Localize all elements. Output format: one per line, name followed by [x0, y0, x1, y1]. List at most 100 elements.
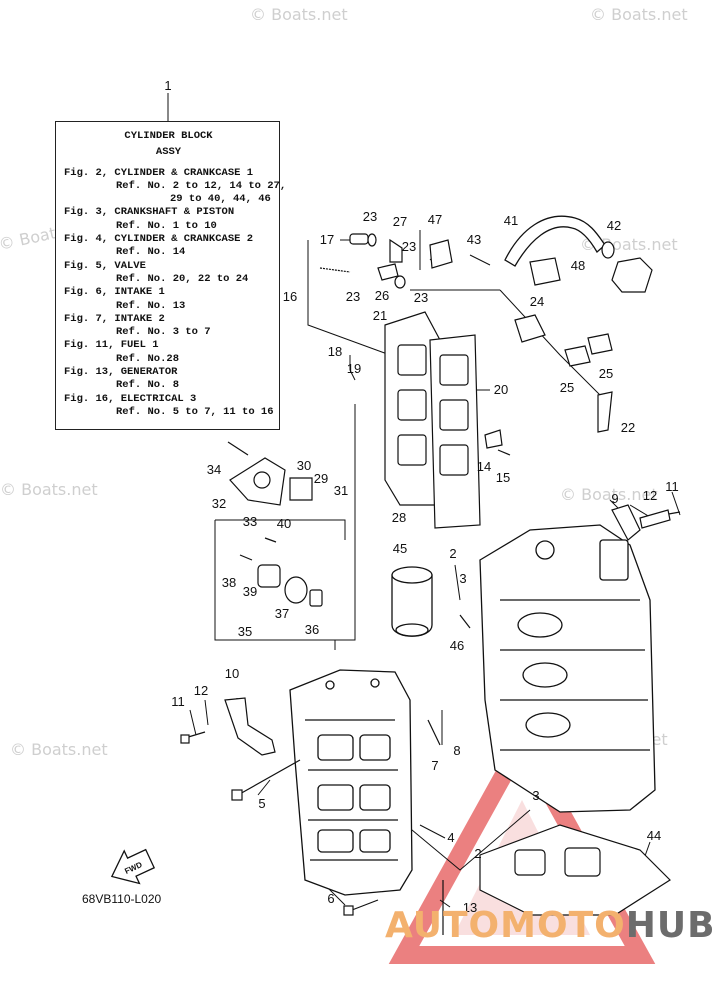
callout-9: 9 [611, 491, 618, 506]
callout-13: 13 [463, 900, 477, 915]
callout-34: 34 [207, 462, 221, 477]
legend-ref-5-0: Ref. No. 3 to 7 [116, 326, 211, 339]
brand-part-2: HUB [625, 905, 714, 946]
callout-23: 23 [363, 209, 377, 224]
callout-42: 42 [607, 218, 621, 233]
callout-23: 23 [402, 239, 416, 254]
legend-ref-0-0: Ref. No. 2 to 12, 14 to 27, [116, 179, 287, 192]
callout-3: 3 [532, 788, 539, 803]
callout-7: 7 [431, 758, 438, 773]
legend-fig-4: Fig. 6, INTAKE 1 [64, 286, 165, 299]
callout-41: 41 [504, 213, 518, 228]
legend-fig-8: Fig. 16, ELECTRICAL 3 [64, 392, 197, 405]
callout-3: 3 [459, 571, 466, 586]
watermark: © Boats.net [10, 740, 108, 759]
gasket-plate-16 [384, 311, 441, 506]
thermostat-parts-35 [257, 564, 323, 607]
legend-ref-6-0: Ref. No.28 [116, 352, 180, 365]
callout-20: 20 [494, 382, 508, 397]
cylinder-head-block [289, 669, 413, 896]
callout-40: 40 [277, 516, 291, 531]
callout-46: 46 [450, 638, 464, 653]
callout-32: 32 [212, 496, 226, 511]
callout-27: 27 [393, 214, 407, 229]
callout-16: 16 [283, 289, 297, 304]
callout-14: 14 [477, 459, 491, 474]
legend-fig-1: Fig. 3, CRANKSHAFT & PISTON [64, 206, 235, 219]
gasket-44 [479, 824, 671, 916]
callout-4: 4 [447, 830, 454, 845]
callout-36: 36 [305, 622, 319, 637]
legend-ref-7-0: Ref. No. 8 [116, 379, 180, 392]
callout-18: 18 [328, 344, 342, 359]
brand-part-1: AUTOMOTO [385, 905, 626, 946]
callout-45: 45 [393, 541, 407, 556]
callout-6: 6 [327, 891, 334, 906]
legend-ref-2-0: Ref. No. 14 [116, 246, 186, 259]
oil-filter-45 [391, 566, 433, 637]
callout-23: 23 [346, 289, 360, 304]
callout-2: 2 [474, 846, 481, 861]
callout-25: 25 [560, 380, 574, 395]
callout-11: 11 [171, 694, 185, 709]
leader-lines [167, 93, 681, 908]
legend-fig-3: Fig. 5, VALVE [64, 259, 146, 272]
callout-43: 43 [467, 232, 481, 247]
callout-23: 23 [414, 290, 428, 305]
joint-42 [601, 241, 653, 293]
legend-ref-1-0: Ref. No. 1 to 10 [116, 219, 217, 232]
callout-30: 30 [297, 458, 311, 473]
callout-2: 2 [449, 546, 456, 561]
gasket-plate-20 [429, 334, 481, 529]
callout-22: 22 [621, 420, 635, 435]
callout-35: 35 [238, 624, 252, 639]
callout-38: 38 [222, 575, 236, 590]
legend-fig-6: Fig. 11, FUEL 1 [64, 339, 159, 352]
callout-5: 5 [258, 796, 265, 811]
callout-15: 15 [496, 470, 510, 485]
diagram-code: 68VB110-L020 [82, 892, 162, 906]
watermark: © Boats.net [590, 5, 688, 24]
bracket-9 [611, 504, 671, 541]
callout-44: 44 [647, 828, 661, 843]
legend-fig-5: Fig. 7, INTAKE 2 [64, 312, 165, 325]
callout-21: 21 [373, 308, 387, 323]
legend-box: CYLINDER BLOCK ASSY Fig. 2, CYLINDER & C… [55, 121, 287, 430]
legend-fig-2: Fig. 4, CYLINDER & CRANKCASE 2 [64, 233, 254, 246]
callout-47: 47 [428, 212, 442, 227]
legend-ref-3-0: Ref. No. 20, 22 to 24 [116, 272, 249, 285]
callout-labels: 1223345678910111112121314151617181920212… [164, 78, 678, 915]
callout-28: 28 [392, 510, 406, 525]
legend-fig-0: Fig. 2, CYLINDER & CRANKCASE 1 [64, 166, 254, 179]
watermark: © Boats.net [0, 480, 98, 499]
crankcase-block [479, 524, 656, 813]
hose-41 [504, 215, 606, 267]
callout-48: 48 [571, 258, 585, 273]
thermostat-cover [229, 457, 313, 506]
callout-12: 12 [194, 683, 208, 698]
callout-17: 17 [320, 232, 334, 247]
callout-26: 26 [375, 288, 389, 303]
callout-1: 1 [164, 78, 171, 93]
callout-11: 11 [665, 479, 679, 494]
legend-title: CYLINDER BLOCK [124, 130, 213, 142]
watermark: © Boats.net [250, 5, 348, 24]
legend-fig-7: Fig. 13, GENERATOR [64, 366, 178, 379]
callout-10: 10 [225, 666, 239, 681]
legend-ref-4-0: Ref. No. 13 [116, 299, 186, 312]
callout-33: 33 [243, 514, 257, 529]
callout-37: 37 [275, 606, 289, 621]
bracket-10 [224, 697, 276, 756]
callout-39: 39 [243, 584, 257, 599]
legend-ref-0-1: 29 to 40, 44, 46 [170, 193, 271, 206]
watermark: © Boats.net [560, 485, 658, 504]
callout-12: 12 [643, 488, 657, 503]
callout-19: 19 [347, 361, 361, 376]
brand-wordmark: AUTOMOTOHUB [385, 905, 714, 946]
callout-29: 29 [314, 471, 328, 486]
callout-25: 25 [599, 366, 613, 381]
legend-subtitle: ASSY [155, 146, 182, 159]
